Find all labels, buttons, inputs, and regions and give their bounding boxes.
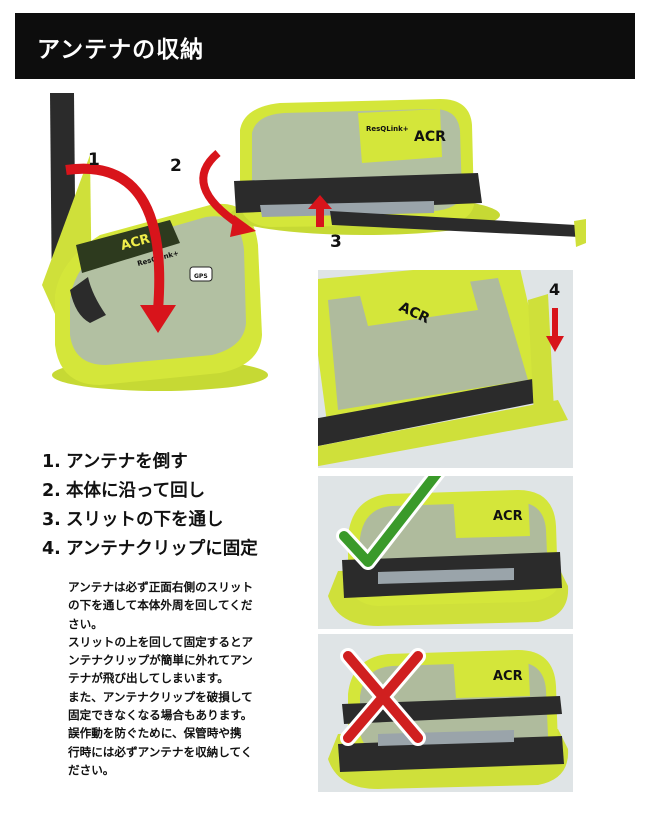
note-line: の下を通して本体外周を回してくだ bbox=[68, 598, 253, 613]
antenna-tail bbox=[330, 211, 580, 237]
label-2: 2 bbox=[170, 156, 182, 176]
arrow-4-head bbox=[546, 336, 564, 352]
incorrect-example-photo: ACR bbox=[318, 634, 573, 792]
step-number: 2. bbox=[42, 481, 61, 501]
arrow-3-head bbox=[308, 195, 332, 209]
arrow-1-head bbox=[140, 305, 176, 333]
incorrect-example-illustration: ACR bbox=[318, 634, 573, 792]
antenna-clip-end bbox=[574, 219, 586, 247]
step-number: 1. bbox=[42, 452, 61, 472]
left-device-brand: ACR bbox=[119, 232, 151, 254]
note-line: 行時には必ずアンテナを収納してく bbox=[68, 744, 253, 759]
closeup-label-panel bbox=[358, 274, 478, 326]
left-device-side-grip bbox=[70, 277, 106, 323]
antenna-stow-photo-main: ACR ResQLink+ GPS 1 ACR ResQLink+ 2 3 bbox=[30, 85, 590, 415]
section-title: アンテナの収納 bbox=[37, 37, 205, 63]
cross-mark-icon bbox=[343, 651, 423, 743]
closeup-device-foot bbox=[318, 400, 568, 467]
left-device-gps-button bbox=[189, 266, 213, 282]
antenna-stow-illustration: ACR ResQLink+ GPS 1 ACR ResQLink+ 2 3 bbox=[42, 93, 586, 391]
right-device-model: ResQLink+ bbox=[366, 125, 409, 133]
check-mark-icon bbox=[339, 476, 442, 567]
incorrect-brand: ACR bbox=[493, 669, 523, 684]
note-line: テナが飛び出してしまいます。 bbox=[68, 671, 229, 686]
section-header: アンテナの収納 bbox=[15, 13, 635, 79]
step-item: 2.本体に沿って回し bbox=[42, 477, 312, 506]
arrow-2 bbox=[199, 149, 243, 229]
right-device-brand: ACR bbox=[414, 129, 446, 145]
arrow-4 bbox=[552, 308, 558, 338]
step-item: 4.アンテナクリップに固定 bbox=[42, 535, 312, 564]
antenna-slit bbox=[260, 201, 434, 217]
steps-list: 1.アンテナを倒す 2.本体に沿って回し 3.スリットの下を通し 4.アンテナク… bbox=[42, 448, 312, 564]
note-line: さい。 bbox=[68, 616, 103, 631]
note-line: また、アンテナクリップを破損して bbox=[68, 689, 253, 704]
step-text: スリットの下を通し bbox=[66, 510, 224, 530]
correct-example-illustration: ACR bbox=[318, 476, 573, 629]
step-text: アンテナクリップに固定 bbox=[66, 539, 258, 559]
correct-slit bbox=[378, 568, 514, 584]
label-4: 4 bbox=[549, 280, 560, 299]
note-line: ンテナクリップが簡単に外れてアン bbox=[68, 653, 253, 668]
right-device-label-panel bbox=[358, 109, 442, 163]
step-number: 3. bbox=[42, 510, 61, 530]
label-1: 1 bbox=[88, 150, 100, 170]
incorrect-label-panel bbox=[453, 654, 530, 698]
step-text: アンテナを倒す bbox=[66, 452, 188, 472]
antenna-clip-closeup-photo: ACR 4 bbox=[318, 270, 573, 468]
note-line: 誤作動を防ぐために、保管時や携 bbox=[68, 726, 242, 741]
antenna-clip-closeup: ACR 4 bbox=[318, 270, 573, 468]
step-item: 3.スリットの下を通し bbox=[42, 506, 312, 535]
step-item: 1.アンテナを倒す bbox=[42, 448, 312, 477]
closeup-antenna-band bbox=[318, 378, 550, 447]
closeup-antenna-clip bbox=[528, 294, 554, 416]
arrow-3 bbox=[316, 205, 324, 227]
instruction-note: アンテナは必ず正面右側のスリット の下を通して本体外周を回してくだ さい。 スリ… bbox=[68, 578, 298, 779]
label-3: 3 bbox=[330, 232, 342, 252]
note-line: 固定できなくなる場合もあります。 bbox=[68, 708, 253, 723]
note-line: ださい。 bbox=[68, 762, 115, 777]
correct-brand: ACR bbox=[493, 509, 523, 524]
arrow-1 bbox=[65, 163, 165, 311]
step-number: 4. bbox=[42, 539, 61, 559]
correct-label-panel bbox=[453, 494, 530, 538]
step-text: 本体に沿って回し bbox=[66, 481, 206, 501]
left-device-gps-label: GPS bbox=[194, 273, 208, 280]
note-line: スリットの上を回して固定するとア bbox=[68, 634, 254, 649]
note-line: アンテナは必ず正面右側のスリット bbox=[68, 580, 254, 594]
arrow-2-head bbox=[230, 215, 256, 237]
correct-example-photo: ACR bbox=[318, 476, 573, 629]
